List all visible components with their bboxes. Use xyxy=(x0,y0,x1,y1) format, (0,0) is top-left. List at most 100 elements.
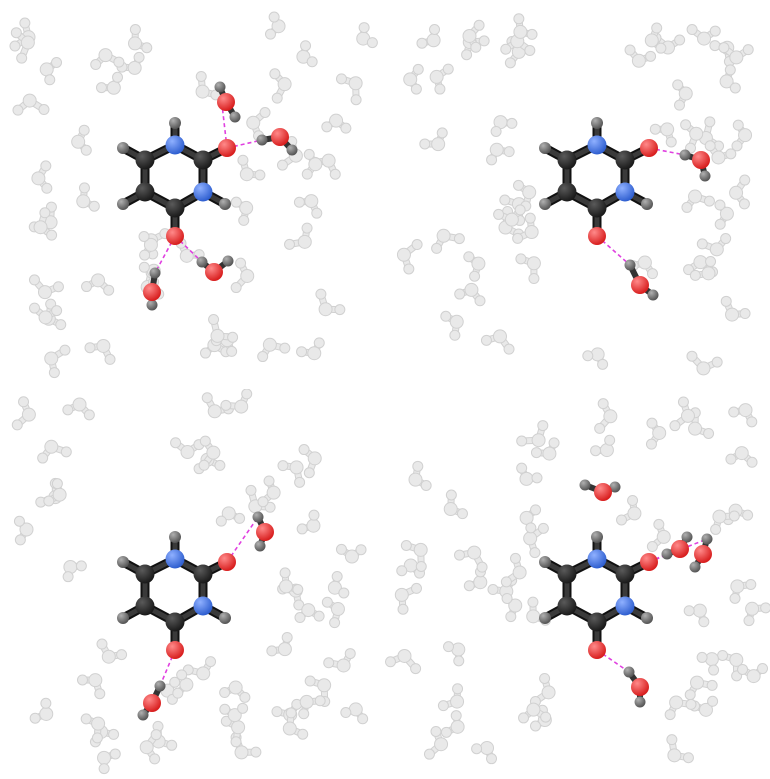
ghost-water-molecule xyxy=(672,79,693,111)
ghost-water-molecule xyxy=(296,40,318,68)
carbon-atom xyxy=(587,612,607,632)
hydrogen-atom xyxy=(219,612,231,624)
ghost-water-molecule xyxy=(335,543,367,564)
ghost-water-molecule xyxy=(513,13,538,40)
nitrogen-atom xyxy=(193,596,213,616)
carbon-atom xyxy=(557,182,577,202)
ghost-water-molecule xyxy=(530,437,560,461)
hydrogen-atom xyxy=(591,531,603,543)
ghost-water-molecule xyxy=(230,257,255,294)
ghost-water-molecule xyxy=(440,310,464,341)
oxygen-atom xyxy=(218,553,236,571)
oxygen-atom xyxy=(166,641,184,659)
ghost-water-molecule xyxy=(327,570,350,599)
ghost-water-molecule xyxy=(582,347,609,370)
ghost-water-molecule xyxy=(138,231,158,261)
ghost-water-molecule xyxy=(37,439,72,464)
hydrogen-bonds xyxy=(159,516,259,687)
water-hydrogen-atom xyxy=(679,149,691,161)
ghost-water-molecule xyxy=(516,462,543,486)
ghost-water-molecule xyxy=(257,337,291,363)
ghost-water-molecule xyxy=(10,27,35,64)
ghost-water-molecule xyxy=(219,702,249,723)
ghost-water-molecule xyxy=(62,560,87,583)
panel-top-right-svg xyxy=(396,13,754,376)
ghost-water-molecule xyxy=(276,136,303,171)
water-hydrogen-atom xyxy=(624,259,636,271)
background-water-field xyxy=(9,11,378,379)
free-water-molecule xyxy=(579,479,621,501)
hbonded-waters xyxy=(143,81,298,311)
ghost-water-molecule xyxy=(237,154,266,182)
ghost-water-molecule xyxy=(356,22,378,49)
hbonded-water-molecule xyxy=(679,149,711,182)
ghost-water-molecule xyxy=(11,396,36,431)
ghost-water-molecule xyxy=(220,389,253,414)
panel-top-right xyxy=(385,0,770,389)
ghost-water-molecule xyxy=(182,656,217,681)
ghost-water-molecule xyxy=(29,302,63,325)
water-oxygen-atom xyxy=(631,678,649,696)
ghost-water-molecule xyxy=(321,596,345,629)
water-hydrogen-atom xyxy=(137,709,149,721)
ghost-water-molecule xyxy=(80,713,106,744)
ghost-water-molecule xyxy=(396,558,426,579)
hydrogen-atom xyxy=(117,142,129,154)
ghost-water-molecule xyxy=(301,148,323,180)
background-water-field xyxy=(11,389,369,775)
ghost-water-molecule xyxy=(116,51,145,75)
ghost-water-molecule xyxy=(321,113,352,134)
water-oxygen-atom xyxy=(594,483,612,501)
ghost-water-molecule xyxy=(396,239,423,275)
ghost-water-molecule xyxy=(501,592,523,623)
ghost-water-molecule xyxy=(246,107,271,142)
water-hydrogen-atom xyxy=(634,696,646,708)
ghost-water-molecule xyxy=(400,539,428,573)
hydrogen-atom xyxy=(539,198,551,210)
ghost-water-molecule xyxy=(385,648,422,675)
panel-bottom-right xyxy=(385,389,770,778)
ghost-water-molecule xyxy=(529,672,556,707)
hbonded-water-molecule xyxy=(214,81,241,123)
water-hydrogen-atom xyxy=(154,680,166,692)
carbon-atom xyxy=(615,564,635,584)
ghost-water-molecule xyxy=(29,697,54,724)
hbonded-water-molecule xyxy=(196,255,234,281)
ghost-water-molecule xyxy=(277,460,306,488)
ghost-water-molecule xyxy=(704,140,737,165)
ghost-water-molecule xyxy=(696,233,732,257)
ghost-water-molecule xyxy=(323,648,356,673)
ghost-water-molecule xyxy=(419,127,448,152)
ghost-water-molecule xyxy=(71,124,92,156)
nitrogen-atom xyxy=(165,549,185,569)
carbon-atom xyxy=(135,564,155,584)
ghost-water-molecule xyxy=(714,199,734,230)
ghost-water-molecule xyxy=(454,282,486,307)
ghost-water-molecule xyxy=(195,70,222,101)
ghost-water-molecule xyxy=(513,179,537,212)
ghost-water-molecule xyxy=(500,34,536,56)
water-hydrogen-atom xyxy=(149,267,161,279)
water-hydrogen-atom xyxy=(623,666,635,678)
ghost-water-molecule xyxy=(160,676,181,705)
hydrogen-atom xyxy=(169,531,181,543)
ghost-water-molecule xyxy=(90,48,125,71)
ghost-water-molecule xyxy=(264,11,286,40)
nitrogen-atom xyxy=(193,182,213,202)
ghost-water-molecule xyxy=(44,344,71,379)
ghost-water-molecule xyxy=(463,566,488,592)
hydrogen-bond xyxy=(226,139,263,149)
ghost-water-molecule xyxy=(737,663,769,684)
background-water-field xyxy=(396,13,754,376)
ghost-water-molecule xyxy=(335,73,363,106)
ghost-water-molecule xyxy=(31,160,53,194)
ghost-water-molecule xyxy=(680,119,704,154)
ghost-water-molecule xyxy=(128,24,153,54)
ghost-water-molecule xyxy=(298,444,322,479)
ghost-water-molecule xyxy=(294,603,325,624)
ghost-water-molecule xyxy=(500,552,527,588)
ghost-water-molecule xyxy=(298,694,326,720)
ghost-water-molecule xyxy=(340,702,369,725)
hbonded-water-molecule xyxy=(661,531,693,560)
